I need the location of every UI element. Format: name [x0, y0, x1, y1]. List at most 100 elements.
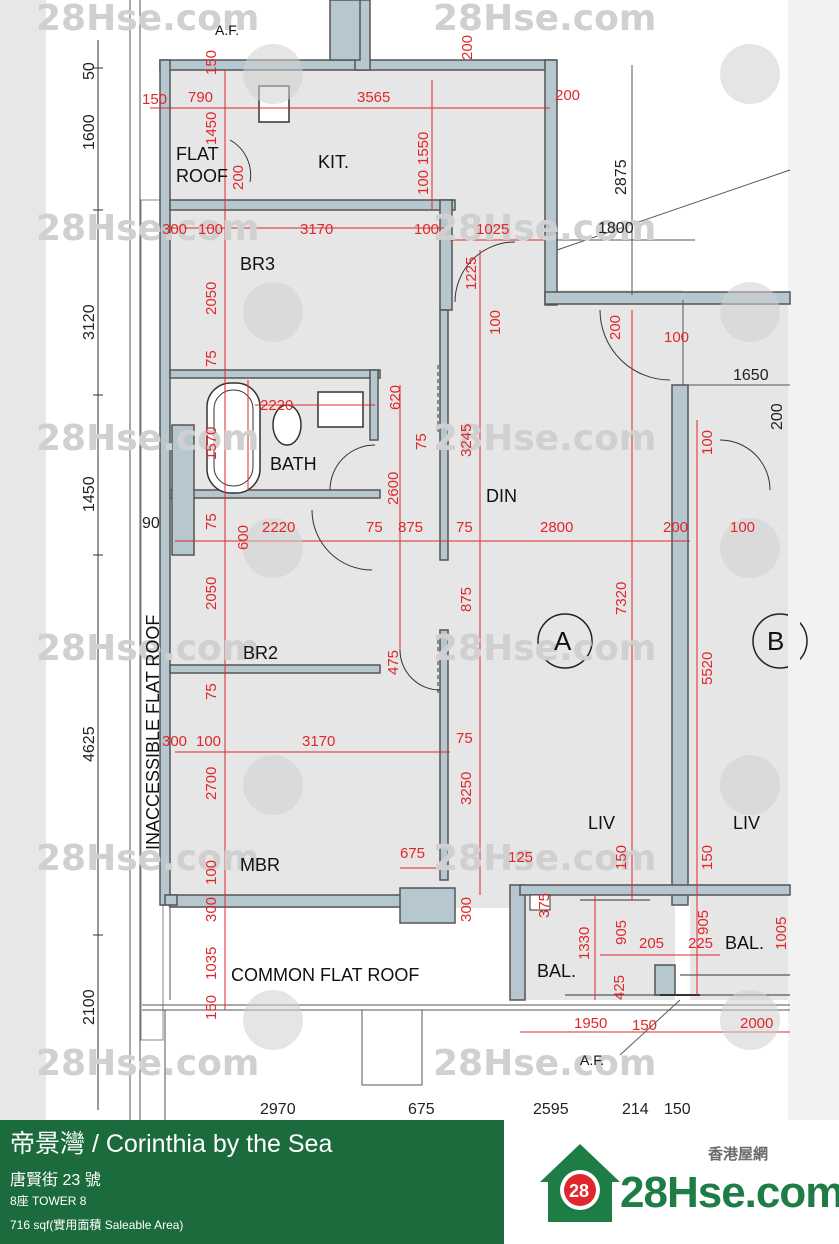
red-dim-1550-v: 1550	[415, 132, 432, 165]
red-dim-2600-v: 2600	[385, 472, 402, 505]
svg-text:28Hse.com: 28Hse.com	[433, 628, 656, 669]
red-dim-675: 675	[400, 845, 425, 862]
red-dim-1330: 1330	[576, 927, 593, 960]
dim-214: 214	[622, 1101, 649, 1118]
red-dim-2220-b: 2220	[262, 519, 295, 536]
svg-text:28Hse.com: 28Hse.com	[433, 0, 656, 39]
red-dim-2050-b: 2050	[203, 577, 220, 610]
red-dim-100-e: 100	[196, 733, 221, 750]
floor-plan: 28Hse.com 28Hse.com 28Hse.com 28Hse.com …	[0, 0, 839, 1120]
red-dim-875-v: 875	[458, 587, 475, 612]
red-dim-200-top: 200	[459, 35, 476, 60]
red-dim-100-c: 100	[487, 310, 504, 335]
room-label-br3: BR3	[240, 254, 275, 274]
red-dim-620-v: 620	[387, 385, 404, 410]
svg-text:28Hse.com: 28Hse.com	[36, 208, 259, 249]
dim-2970: 2970	[260, 1101, 296, 1118]
red-dim-75: 75	[203, 350, 220, 367]
dim-1650: 1650	[733, 367, 769, 384]
red-dim-905: 905	[613, 920, 630, 945]
room-label-dining: DIN	[486, 486, 517, 506]
svg-text:28Hse.com: 28Hse.com	[36, 628, 259, 669]
dim-90: 90	[142, 515, 160, 532]
dim-150: 150	[664, 1101, 691, 1118]
red-dim-3245-v: 3245	[458, 424, 475, 457]
red-dim-200-d: 200	[607, 315, 624, 340]
dim-1450: 1450	[81, 476, 98, 512]
red-dim-300-d: 300	[458, 897, 475, 922]
room-label-kitchen: KIT.	[318, 152, 349, 172]
unit-label-a: A	[554, 626, 572, 656]
doors	[229, 139, 771, 691]
room-label-mbr: MBR	[240, 855, 280, 875]
dim-2875: 2875	[613, 159, 630, 195]
room-label-balcony: BAL.	[537, 961, 576, 981]
red-dim-3565: 3565	[357, 89, 390, 106]
red-dim-75-b: 75	[413, 433, 430, 450]
red-dim-300-c: 300	[203, 897, 220, 922]
svg-text:28Hse.com: 28Hse.com	[433, 418, 656, 459]
red-dim-125: 125	[508, 849, 533, 866]
red-dim-5520-v: 5520	[699, 652, 716, 685]
red-dim-150: 150	[142, 91, 167, 108]
dim-1600: 1600	[81, 114, 98, 150]
right-margin-strip	[788, 0, 839, 1120]
red-dim-75-d: 75	[366, 519, 383, 536]
room-label-living: LIV	[588, 813, 615, 833]
dim-2595: 2595	[533, 1101, 569, 1118]
red-dim-2220: 2220	[260, 397, 293, 414]
label-af-top: A.F.	[215, 22, 239, 38]
red-dim-1450-v: 1450	[203, 112, 220, 145]
red-dim-2700-v: 2700	[203, 767, 220, 800]
brand-wordmark: 28Hse.com	[620, 1168, 839, 1217]
left-margin-strip	[0, 0, 46, 1120]
red-dim-100-d: 100	[730, 519, 755, 536]
room-label-flat-roof-line2: ROOF	[176, 166, 228, 186]
red-dim-300-b: 300	[162, 733, 187, 750]
dim-1800: 1800	[598, 220, 634, 237]
red-dim-150-c: 150	[699, 845, 716, 870]
red-dim-225: 225	[688, 935, 713, 952]
svg-text:28Hse.com: 28Hse.com	[433, 1043, 656, 1084]
red-dim-205: 205	[639, 935, 664, 952]
red-dim-790: 790	[188, 89, 213, 106]
dim-50: 50	[81, 62, 98, 80]
svg-text:28Hse.com: 28Hse.com	[433, 208, 656, 249]
red-dim-3250-v: 3250	[458, 772, 475, 805]
red-dim-7320-v: 7320	[613, 582, 630, 615]
room-label-flat-roof-line1: FLAT	[176, 144, 219, 164]
red-dim-75-f: 75	[203, 683, 220, 700]
watermark-layer: 28Hse.com 28Hse.com 28Hse.com 28Hse.com …	[36, 0, 780, 1084]
red-dim-100-h: 100	[699, 430, 716, 455]
svg-text:28Hse.com: 28Hse.com	[36, 1043, 259, 1084]
red-dim-75-e: 75	[456, 519, 473, 536]
basin	[317, 391, 364, 428]
svg-text:28Hse.com: 28Hse.com	[36, 0, 259, 39]
red-dim-375: 375	[536, 893, 553, 918]
room-label-living-b: LIV	[733, 813, 760, 833]
red-dim-2050: 2050	[203, 282, 220, 315]
red-dim-100-b: 100	[414, 221, 439, 238]
red-dim-75-g: 75	[456, 730, 473, 747]
estate-name: 帝景灣 / Corinthia by the Sea	[10, 1130, 333, 1158]
bathtub	[206, 382, 261, 494]
red-dim-200: 200	[555, 87, 580, 104]
red-dim-100-f: 100	[203, 860, 220, 885]
red-dim-425: 425	[611, 975, 628, 1000]
badge-circle	[564, 1174, 596, 1206]
svg-text:28Hse.com: 28Hse.com	[36, 418, 259, 459]
room-label-common-flat-roof: COMMON FLAT ROOF	[231, 965, 419, 985]
brand-tagline: 香港屋網	[708, 1146, 769, 1163]
estate-tower: 8座 TOWER 8	[10, 1194, 87, 1208]
label-af-bottom: A.F.	[580, 1052, 604, 1068]
svg-text:28Hse.com: 28Hse.com	[36, 838, 259, 879]
red-dim-1950: 1950	[574, 1015, 607, 1032]
dim-200: 200	[769, 403, 786, 430]
dim-2100: 2100	[81, 989, 98, 1025]
red-dim-150-d: 150	[203, 995, 220, 1020]
red-dim-300: 300	[162, 221, 187, 238]
dim-675: 675	[408, 1101, 435, 1118]
brand-logo[interactable]: 28	[536, 1136, 796, 1226]
red-dim-600-v: 600	[235, 525, 252, 550]
red-dim-200-c: 200	[663, 519, 688, 536]
